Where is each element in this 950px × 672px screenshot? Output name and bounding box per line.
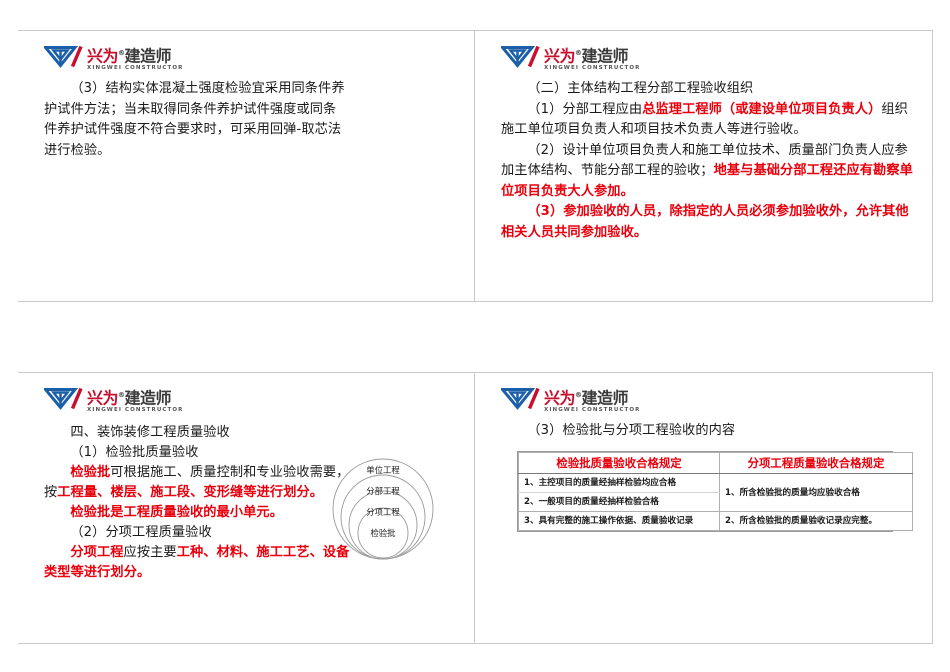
- nested-circles-diagram: 单位工程 分部工程 分项工程 检验批: [331, 453, 435, 561]
- paragraph-1: （1）分部工程应由总监理工程师（或建设单位项目负责人）组织施工单位项目负责人和项…: [501, 100, 914, 141]
- paragraph-1: （1）检验批质量验收: [70, 445, 199, 460]
- circle-label-0: 单位工程: [366, 465, 400, 475]
- text-line: 件养护试件强度不符合要求时，可采用回弹-取芯法: [44, 122, 342, 137]
- xingwei-w-logomark-icon: [501, 45, 540, 68]
- paragraph-3: （3）参加验收的人员，除指定的人员必须参加验收外，允许其他相关人员共同参加验收。: [501, 202, 914, 243]
- slide-structural-entity-concrete[interactable]: 兴为®建造师 XINGWEI CONSTRUCTOR （3）结构实体混凝土强度检…: [18, 30, 474, 302]
- slide-body-bottom-right: （3）检验批与分项工程验收的内容: [501, 421, 914, 442]
- run-text: 应按主要: [123, 545, 177, 560]
- run-text: 组织施工单位项目负责人和项目技术负责人等进行验收。: [501, 101, 908, 138]
- run-text-emphasis: （3）参加验收的人员，除指定的人员必须参加验收外，允许其他相关人员共同参加验收。: [501, 204, 909, 240]
- table-header-right: 分项工程质量验收合格规定: [719, 452, 913, 474]
- logo-cn-second: 建造师: [581, 388, 629, 408]
- slide-body-top-right: （二）主体结构工程分部工程验收组织 （1）分部工程应由总监理工程师（或建设单位项…: [501, 79, 914, 243]
- table-row: 3、具有完整的施工操作依据、质量验收记录 2、所含检验批的质量验收记录应完整。: [518, 511, 913, 531]
- logo-english-name: XINGWEI CONSTRUCTOR: [544, 407, 641, 414]
- acceptance-rules-table-border: 检验批质量验收合格规定 分项工程质量验收合格规定 1、主控项目的质量经抽样检验均…: [517, 451, 913, 532]
- slide-main-structure-acceptance-organization[interactable]: 兴为®建造师 XINGWEI CONSTRUCTOR （二）主体结构工程分部工程…: [474, 30, 933, 302]
- circle-label-2: 分项工程: [366, 507, 400, 517]
- run-text-emphasis: 检验批是工程质量验收的最小单元。: [70, 505, 283, 520]
- logo-text: 兴为®建造师 XINGWEI CONSTRUCTOR: [544, 386, 641, 414]
- table-cell-right-2: 2、所含检验批的质量验收记录应完整。: [719, 511, 913, 531]
- run-text-emphasis: 分项工程: [70, 545, 124, 560]
- run-text-emphasis: 总监理工程师（或建设单位项目负责人）: [642, 101, 882, 117]
- table-header-row: 检验批质量验收合格规定 分项工程质量验收合格规定: [518, 452, 913, 474]
- table-header-left: 检验批质量验收合格规定: [518, 452, 720, 474]
- logo-cn-first: 兴为: [87, 46, 119, 66]
- logo-chinese-name: 兴为®建造师: [87, 45, 184, 64]
- xingwei-w-logomark-icon: [501, 387, 540, 410]
- table-cell-left-3: 3、具有完整的施工操作依据、质量验收记录: [518, 511, 720, 531]
- slide-decoration-quality-acceptance[interactable]: 兴为®建造师 XINGWEI CONSTRUCTOR 四、装饰装修工程质量验收 …: [18, 372, 474, 644]
- logo-chinese-name: 兴为®建造师: [544, 387, 641, 406]
- brand-logo: 兴为®建造师 XINGWEI CONSTRUCTOR: [44, 386, 184, 414]
- run-text-emphasis: 检验批: [70, 465, 111, 480]
- logo-cn-second: 建造师: [124, 388, 172, 408]
- paragraph-2: （2）设计单位项目负责人和施工单位技术、质量部门负责人应参加主体结构、节能分部工…: [501, 141, 914, 203]
- section-heading: 四、装饰装修工程质量验收: [70, 425, 230, 440]
- xingwei-w-logomark-icon: [44, 45, 83, 68]
- slide-body-top-left: （3）结构实体混凝土强度检验宜采用同条件养 护试件方法；当未取得同条件养护试件强…: [44, 79, 456, 161]
- run-text: （2）设计单位项目负责人和施工单位技术、质量部门负责人应参加主体结构、节能分部工…: [501, 142, 908, 179]
- logo-cn-second: 建造师: [124, 46, 172, 66]
- logo-english-name: XINGWEI CONSTRUCTOR: [544, 65, 641, 72]
- table-cell-left-2: 2、一般项目的质量经抽样检验合格: [518, 492, 720, 512]
- paragraph-4: （2）分项工程质量验收: [70, 525, 212, 540]
- run-text-emphasis: 地基与基础分部工程还应有勘察单位项目负责大人参加。: [501, 163, 913, 199]
- slide-body-bottom-left: 四、装饰装修工程质量验收 （1）检验批质量验收 检验批可根据施工、质量控制和专业…: [44, 423, 354, 583]
- logo-registered-mark: ®: [118, 49, 125, 57]
- brand-logo: 兴为®建造师 XINGWEI CONSTRUCTOR: [44, 44, 184, 72]
- brand-logo: 兴为®建造师 XINGWEI CONSTRUCTOR: [501, 386, 641, 414]
- logo-english-name: XINGWEI CONSTRUCTOR: [87, 65, 184, 72]
- run-text: （1）分部工程应由: [527, 101, 643, 117]
- run-text-emphasis: 工程量、楼层、施工段、变形缝: [57, 485, 244, 500]
- text-line: 进行检验。: [44, 142, 111, 158]
- logo-registered-mark: ®: [575, 391, 582, 399]
- logo-chinese-name: 兴为®建造师: [544, 45, 641, 64]
- circle-label-3: 检验批: [370, 528, 396, 538]
- text-line: （3）结构实体混凝土强度检验宜采用同条件养: [70, 81, 345, 96]
- logo-cn-first: 兴为: [87, 388, 119, 408]
- logo-cn-second: 建造师: [581, 46, 629, 66]
- logo-text: 兴为®建造师 XINGWEI CONSTRUCTOR: [544, 44, 641, 72]
- logo-cn-first: 兴为: [544, 46, 576, 66]
- table-cell-left-1: 1、主控项目的质量经抽样检验均应合格: [518, 473, 720, 493]
- logo-text: 兴为®建造师 XINGWEI CONSTRUCTOR: [87, 44, 184, 72]
- logo-registered-mark: ®: [118, 391, 125, 399]
- paragraph-2: 检验批可根据施工、质量控制和专业验收需要，按工程量、楼层、施工段、变形缝等进行划…: [44, 463, 354, 503]
- logo-registered-mark: ®: [575, 49, 582, 57]
- section-heading: （3）检验批与分项工程验收的内容: [527, 423, 736, 438]
- logo-cn-first: 兴为: [544, 388, 576, 408]
- table-cell-right-1: 1、所含检验批的质量均应验收合格: [719, 473, 913, 512]
- table-row: 1、主控项目的质量经抽样检验均应合格 1、所含检验批的质量均应验收合格: [518, 473, 913, 512]
- slide-inspection-lot-subitem-content[interactable]: 兴为®建造师 XINGWEI CONSTRUCTOR （3）检验批与分项工程验收…: [474, 372, 933, 644]
- run-text: 可根据施工、质量控制和专业验收需要，按: [44, 465, 350, 500]
- logo-english-name: XINGWEI CONSTRUCTOR: [87, 407, 184, 414]
- run-text-emphasis: 工种、材料、施工工艺、设备类型等进行划分。: [44, 545, 350, 580]
- text-line: 护试件方法；当未取得同条件养护试件强度或同条: [44, 101, 337, 117]
- paragraph-5: 分项工程应按主要工种、材料、施工工艺、设备类型等进行划分。: [44, 543, 354, 583]
- logo-text: 兴为®建造师 XINGWEI CONSTRUCTOR: [87, 386, 184, 414]
- run-text-emphasis: 等进行划分。: [243, 485, 324, 500]
- acceptance-rules-table: 检验批质量验收合格规定 分项工程质量验收合格规定 1、主控项目的质量经抽样检验均…: [518, 452, 913, 531]
- brand-logo: 兴为®建造师 XINGWEI CONSTRUCTOR: [501, 44, 641, 72]
- paragraph-3: 检验批是工程质量验收的最小单元。: [44, 503, 354, 523]
- logo-chinese-name: 兴为®建造师: [87, 387, 184, 406]
- xingwei-w-logomark-icon: [44, 387, 83, 410]
- section-heading: （二）主体结构工程分部工程验收组织: [527, 81, 754, 96]
- acceptance-rules-table-wrap: 检验批质量验收合格规定 分项工程质量验收合格规定 1、主控项目的质量经抽样检验均…: [517, 451, 913, 536]
- circle-label-1: 分部工程: [366, 486, 400, 496]
